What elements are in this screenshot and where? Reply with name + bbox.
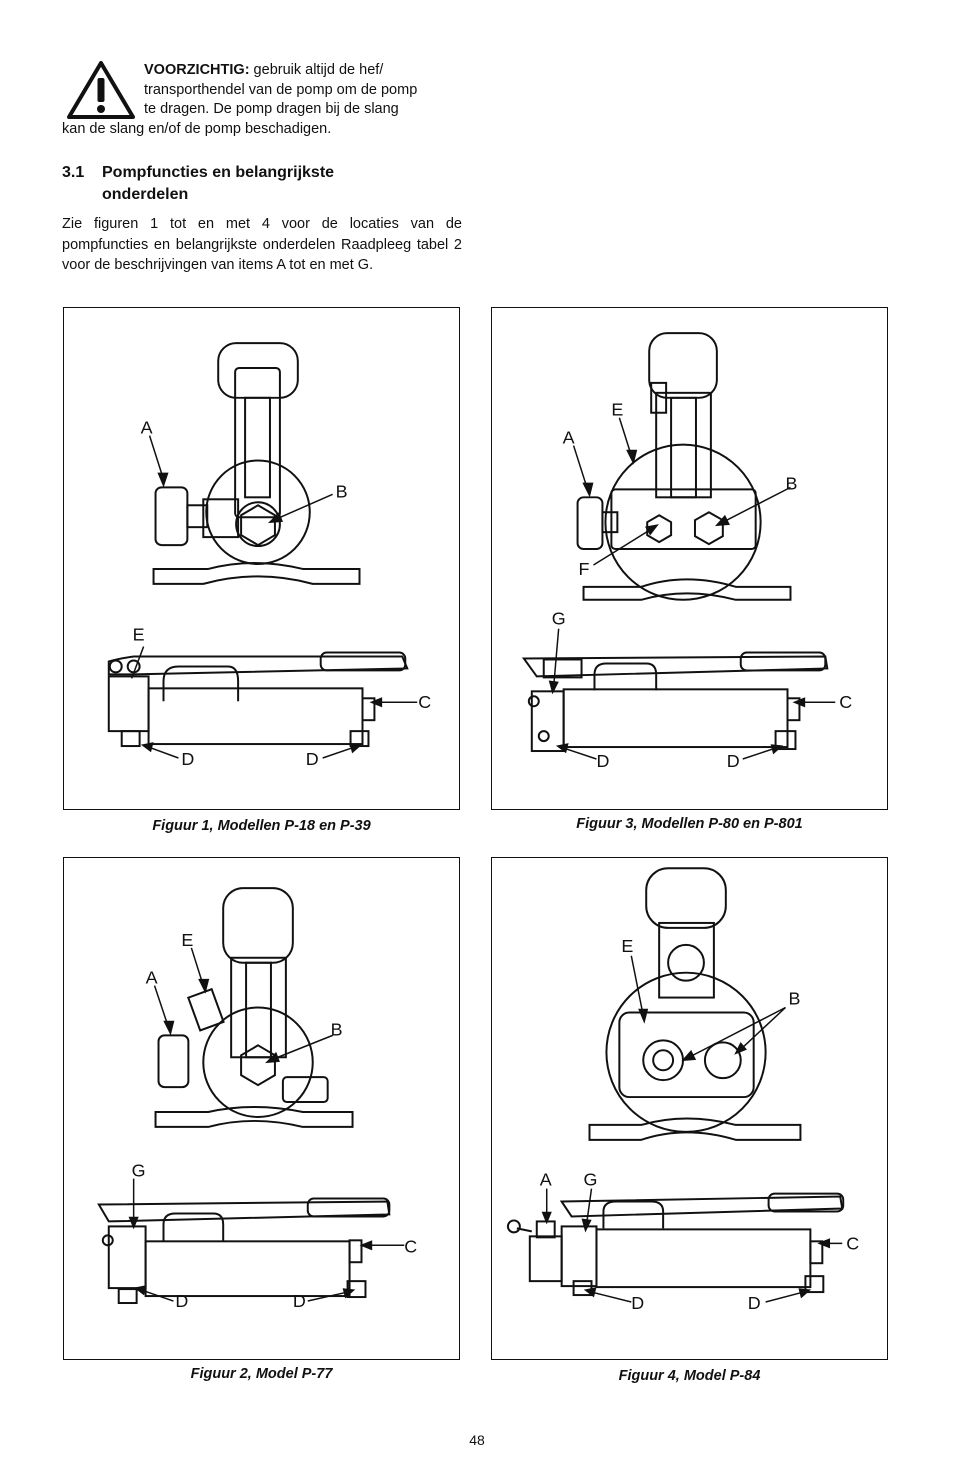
figure-3-labels: E A B F G C D D (552, 400, 853, 771)
label-C: C (839, 692, 852, 712)
figure-1-labels: A B E C D D (133, 418, 432, 769)
label-C: C (418, 692, 431, 712)
label-A: A (146, 968, 158, 988)
label-B: B (786, 473, 798, 493)
figure-1: A B E C D D (63, 307, 460, 810)
figure-3-caption: Figuur 3, Modellen P-80 en P-801 (576, 816, 803, 832)
label-D: D (727, 751, 740, 771)
figure-2-caption: Figuur 2, Model P-77 (190, 1366, 333, 1382)
figure-3-drawing: E A B F G C D D (521, 332, 853, 771)
page-number: 48 (469, 1432, 485, 1448)
figure-2: E A B G C D D (63, 857, 460, 1360)
label-A: A (141, 418, 153, 438)
label-B: B (331, 1019, 343, 1039)
figure-2-drawing: E A B G C D D (97, 887, 418, 1311)
label-G: G (552, 609, 566, 629)
figure-1-drawing: A B E C D D (107, 342, 432, 769)
label-G: G (132, 1161, 146, 1181)
label-G: G (584, 1170, 598, 1190)
label-E: E (611, 400, 623, 420)
label-D: D (748, 1293, 761, 1313)
label-A: A (563, 428, 575, 448)
figure-4-caption: Figuur 4, Model P-84 (618, 1368, 761, 1384)
label-D: D (181, 749, 194, 769)
warning-triangle-icon (67, 61, 135, 119)
warning-text: VOORZICHTIG: gebruik altijd de hef/ tran… (62, 62, 418, 137)
label-C: C (846, 1233, 859, 1253)
label-E: E (181, 930, 193, 950)
label-D: D (293, 1291, 306, 1311)
figure-3: E A B F G C D D (491, 307, 888, 810)
label-D: D (306, 749, 319, 769)
intro-paragraph: Zie figuren 1 tot en met 4 voor de locat… (62, 216, 462, 273)
section-number: 3.1 (62, 164, 85, 181)
label-D: D (631, 1293, 644, 1313)
figure-1-caption: Figuur 1, Modellen P-18 en P-39 (152, 818, 371, 834)
label-F: F (579, 559, 590, 579)
label-E: E (133, 625, 145, 645)
figure-4-labels: E B A G C D D (540, 936, 859, 1313)
figure-2-labels: E A B G C D D (132, 930, 418, 1311)
label-B: B (336, 481, 348, 501)
figure-4-drawing: E B A G C D D (506, 867, 859, 1313)
label-C: C (404, 1236, 417, 1256)
label-D: D (175, 1291, 188, 1311)
label-B: B (788, 989, 800, 1009)
warning-label: VOORZICHTIG: (144, 62, 250, 78)
label-E: E (621, 936, 633, 956)
figure-4: E B A G C D D (491, 857, 888, 1360)
label-A: A (540, 1170, 552, 1190)
label-D: D (596, 751, 609, 771)
